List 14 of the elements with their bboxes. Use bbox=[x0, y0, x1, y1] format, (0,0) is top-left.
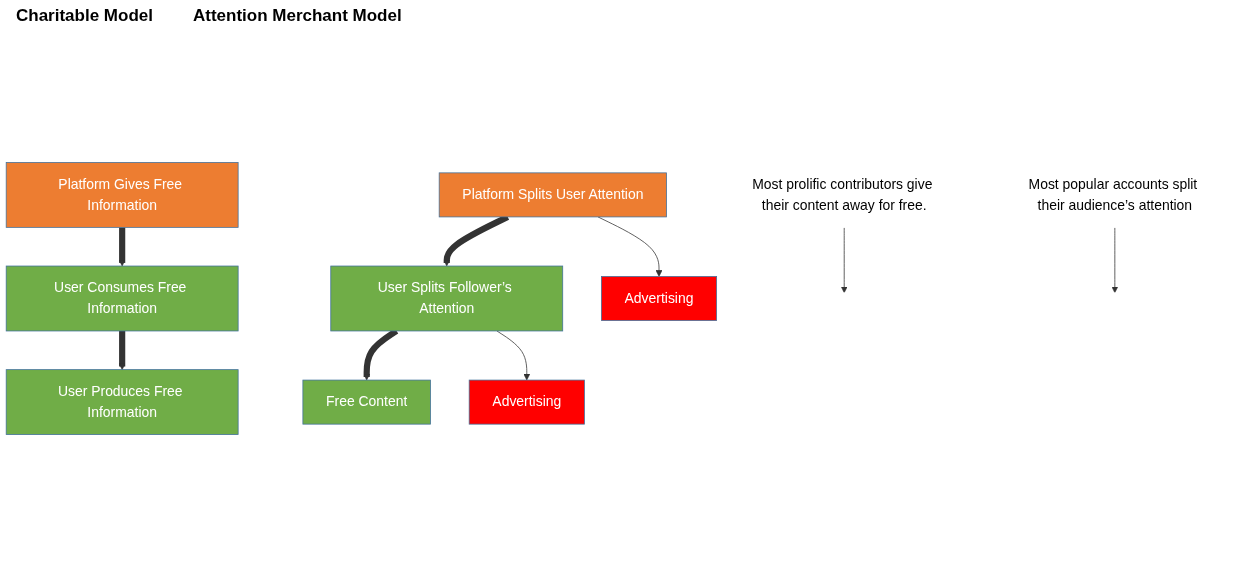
node-box: User Consumes Free Information bbox=[5, 265, 239, 332]
node-box: Free Content bbox=[302, 379, 431, 425]
node-box: User Splits Follower’s Attention bbox=[330, 265, 564, 332]
node-text: Most popular accounts split their audience’s attention bbox=[1028, 176, 1198, 213]
node-box: Advertising bbox=[468, 379, 585, 425]
node-box: Platform Splits User Attention bbox=[438, 172, 667, 218]
arrow bbox=[118, 227, 126, 267]
arrow bbox=[118, 330, 126, 370]
node-text: Most prolific contributors give their content away for free. bbox=[752, 176, 933, 213]
diagram-heading: Charitable Model bbox=[16, 6, 153, 27]
diagram-heading: Attention Merchant Model bbox=[192, 6, 402, 27]
node-box: User Produces Free Information bbox=[5, 369, 239, 435]
node-box: Platform Gives Free Information bbox=[5, 162, 239, 228]
node-box: Advertising bbox=[601, 276, 717, 321]
